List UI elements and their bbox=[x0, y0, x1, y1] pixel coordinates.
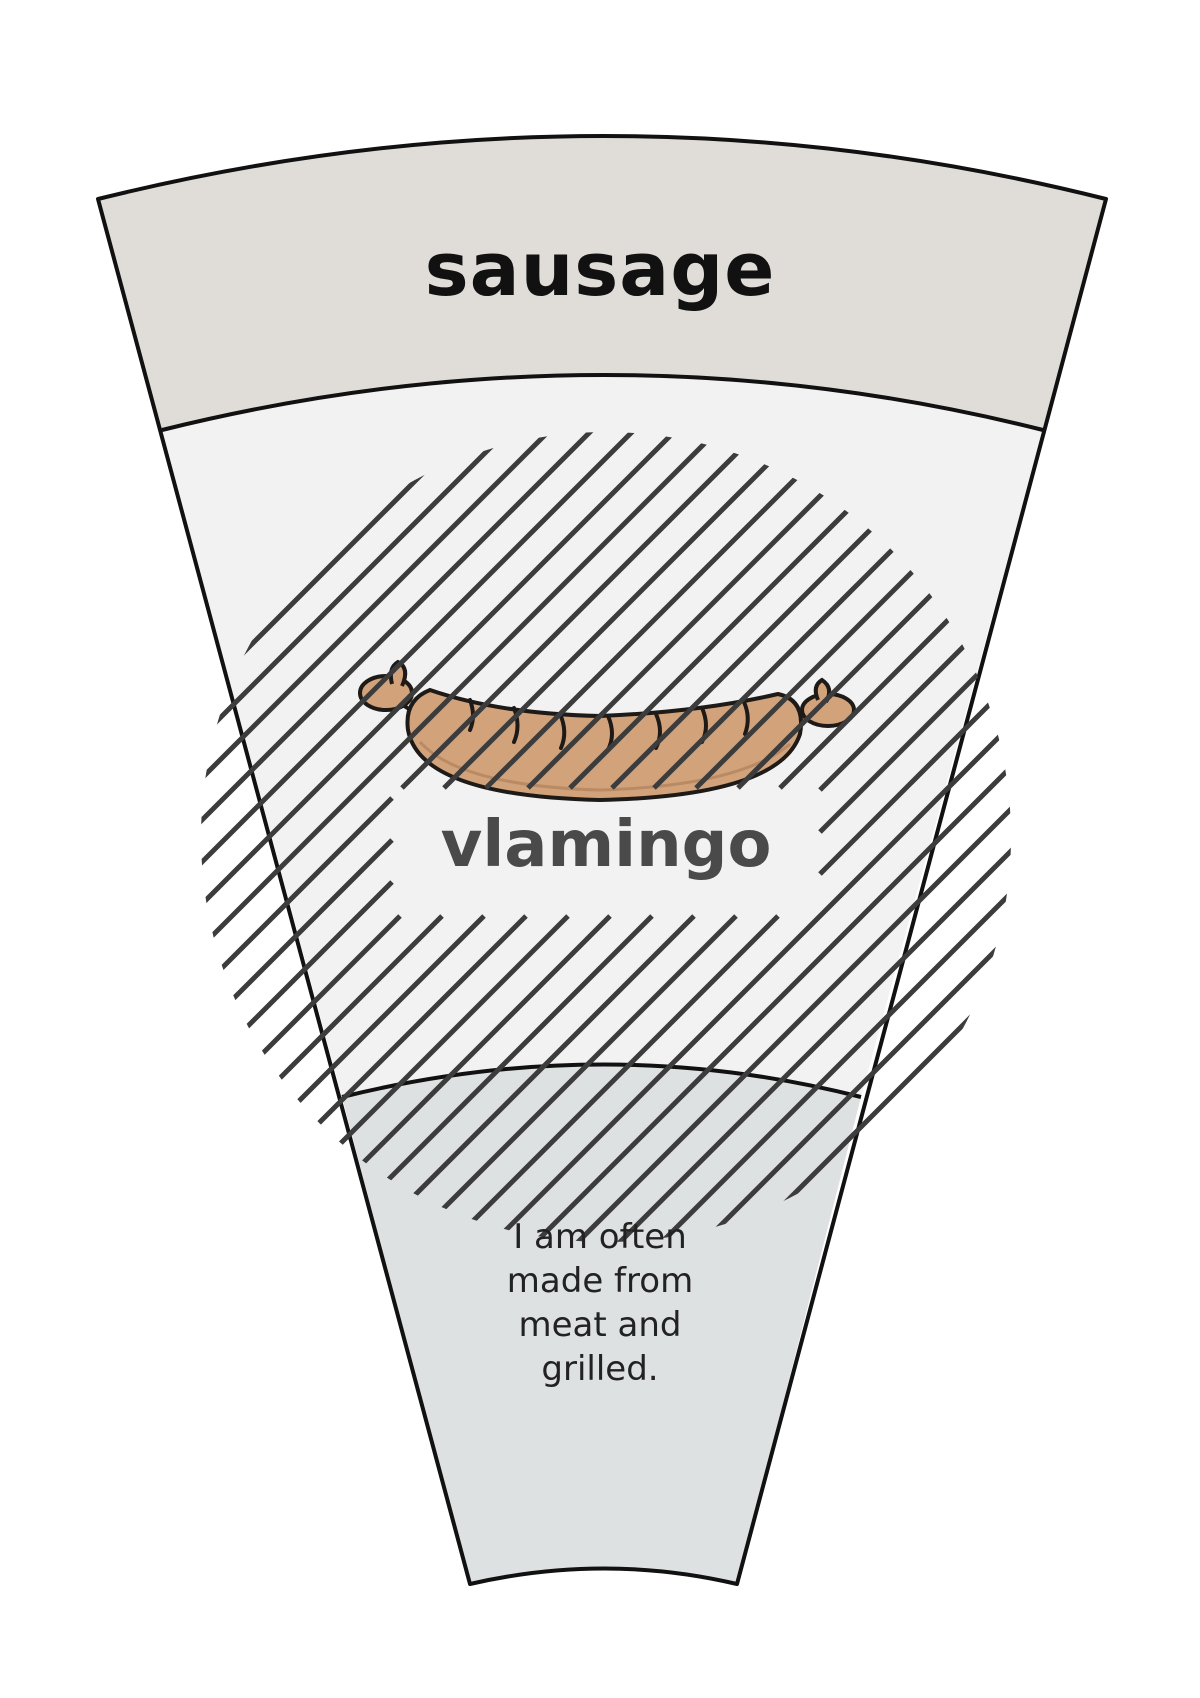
clue-line-2: made from bbox=[507, 1261, 693, 1301]
hatch-line bbox=[201, 914, 528, 1242]
hatch-line bbox=[201, 914, 612, 1242]
hatch-line bbox=[201, 914, 696, 1242]
header-band bbox=[98, 136, 1106, 430]
hatch-line bbox=[652, 432, 1011, 790]
hatch-line bbox=[778, 432, 1011, 790]
watermark-brand: vlamingo bbox=[441, 808, 772, 882]
hatch-line bbox=[694, 432, 1011, 790]
hatch-line bbox=[201, 838, 394, 1242]
clue-line-4: grilled. bbox=[541, 1349, 658, 1389]
hatch-line bbox=[201, 914, 486, 1242]
hatch-line bbox=[818, 432, 1011, 834]
hatch-line bbox=[201, 914, 570, 1242]
clue-line-3: meat and bbox=[519, 1305, 682, 1345]
hatch-line bbox=[201, 432, 1011, 1242]
hatch-line bbox=[818, 432, 1011, 792]
cone-outline bbox=[96, 134, 1108, 1586]
hatch-line bbox=[484, 432, 1011, 790]
clue-text: I am often made from meat and grilled. bbox=[507, 1217, 693, 1389]
hatch-line bbox=[201, 796, 394, 1242]
card-title: sausage bbox=[425, 227, 776, 313]
hatch-line bbox=[201, 432, 1011, 1242]
clue-divider bbox=[341, 1062, 862, 1099]
clue-line-1: I am often bbox=[513, 1217, 687, 1257]
hatch-line bbox=[201, 914, 402, 1242]
hatch-line bbox=[201, 432, 1011, 1242]
hatch-line bbox=[818, 432, 1011, 876]
hatch-line bbox=[201, 432, 1011, 1242]
hatch-line bbox=[201, 914, 738, 1242]
hatch-line bbox=[736, 432, 1011, 790]
clue-band bbox=[342, 1064, 861, 1584]
hatch-line bbox=[201, 914, 654, 1242]
hatch-line bbox=[568, 432, 1011, 790]
hatch-line bbox=[201, 880, 394, 1242]
hatch-line bbox=[201, 914, 444, 1242]
hatch-line bbox=[201, 432, 1011, 1242]
hatch-line bbox=[201, 432, 1011, 1242]
hatch-line bbox=[400, 432, 1011, 790]
hatch-line bbox=[442, 432, 1011, 790]
header-divider bbox=[161, 373, 1044, 432]
hatch-line bbox=[201, 914, 780, 1242]
hatch-line bbox=[526, 432, 1011, 790]
hatch-line bbox=[610, 432, 1011, 790]
